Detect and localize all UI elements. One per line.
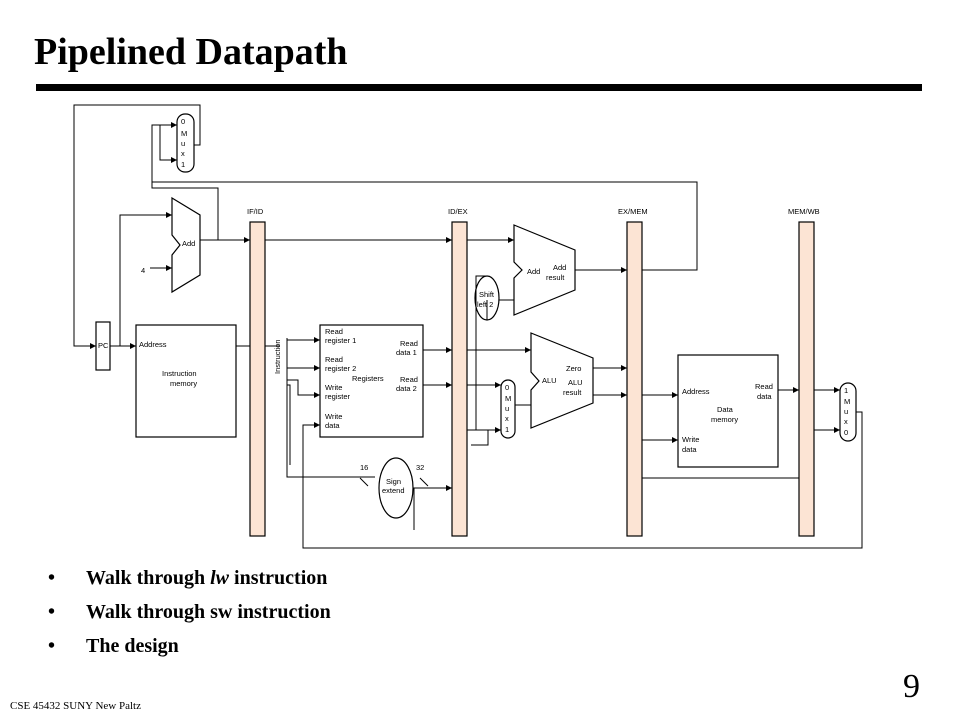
- rf-read-data2-l1: Read: [400, 375, 418, 384]
- alu-mux-top: 0: [505, 383, 509, 392]
- alu-mux-u: u: [505, 404, 509, 413]
- id-ex-label: ID/EX: [448, 207, 468, 216]
- dmem-write-l2: data: [682, 445, 697, 454]
- ex-mem-label: EX/MEM: [618, 207, 648, 216]
- sign-extend-l2: extend: [382, 486, 405, 495]
- wb-mux-x: x: [844, 417, 848, 426]
- alu-mux-x: x: [505, 414, 509, 423]
- pc-mux: [176, 113, 195, 173]
- alu-zero: Zero: [566, 364, 581, 373]
- dmem-write-l1: Write: [682, 435, 699, 444]
- rf-write-reg-l1: Write: [325, 383, 342, 392]
- if-id-label: IF/ID: [247, 207, 264, 216]
- bullet-item: • Walk through lw instruction: [48, 564, 331, 598]
- rf-read-data1-l2: data 1: [396, 348, 417, 357]
- imem-line2: memory: [170, 379, 197, 388]
- shift-l2: left 2: [477, 300, 493, 309]
- rf-write-reg-l2: register: [325, 392, 351, 401]
- pc-adder: [171, 196, 201, 294]
- bullet-list: • Walk through lw instruction • Walk throu…: [48, 564, 331, 666]
- register-file: [319, 324, 424, 438]
- footer-text: CSE 45432 SUNY New Paltz: [10, 700, 141, 712]
- wb-mux-top: 1: [844, 386, 848, 395]
- bullet-item: • The design: [48, 632, 331, 666]
- mem-wb-register: [798, 221, 815, 537]
- pc-mux-m: M: [181, 129, 187, 138]
- rf-read-reg2-l2: register 2: [325, 364, 356, 373]
- title-rule: [36, 84, 922, 91]
- branch-adder-label: Add: [527, 267, 540, 276]
- instruction-output-label: Instruction: [273, 339, 282, 374]
- bullet-text: The design: [86, 635, 179, 657]
- alu-result-l1: ALU: [568, 378, 583, 387]
- bullet-text: Walk through sw instruction: [86, 601, 331, 623]
- shift-l1: Shift: [479, 290, 495, 299]
- alu-mux: [500, 379, 516, 439]
- alu-label: ALU: [542, 376, 557, 385]
- alu: [530, 332, 594, 429]
- if-id-register: [249, 221, 266, 537]
- pc-mux-u: u: [181, 139, 185, 148]
- bullet-dot: •: [48, 601, 56, 623]
- id-ex-register: [451, 221, 468, 537]
- rf-read-reg1-l2: register 1: [325, 336, 356, 345]
- pc-label: PC: [98, 341, 109, 350]
- sign-extend-out-bits: 32: [416, 463, 424, 472]
- sign-extend-in-bits: 16: [360, 463, 368, 472]
- dmem-mem-l2: memory: [711, 415, 738, 424]
- bullet-text-suffix: instruction: [229, 567, 328, 589]
- dmem-address: Address: [682, 387, 710, 396]
- pc-adder-label: Add: [182, 239, 195, 248]
- pc-adder-const: 4: [141, 266, 145, 275]
- rf-read-reg2-l1: Read: [325, 355, 343, 364]
- wb-mux-bottom: 0: [844, 428, 848, 437]
- rf-title: Registers: [352, 374, 384, 383]
- pc-mux-x: x: [181, 149, 185, 158]
- bullet-item: • Walk through sw instruction: [48, 598, 331, 632]
- wb-mux-m: M: [844, 397, 850, 406]
- alu-mux-m: M: [505, 394, 511, 403]
- bullet-dot: •: [48, 635, 56, 657]
- instruction-memory: [135, 324, 237, 438]
- pc-mux-bottom: 1: [181, 160, 185, 169]
- rf-write-data-l1: Write: [325, 412, 342, 421]
- imem-line1: Instruction: [162, 369, 197, 378]
- slide-title: Pipelined Datapath: [34, 31, 348, 73]
- dmem-read-l2: data: [757, 392, 772, 401]
- branch-adder: [513, 224, 576, 316]
- mem-wb-label: MEM/WB: [788, 207, 820, 216]
- alu-mux-bottom: 1: [505, 425, 509, 434]
- imem-address: Address: [139, 340, 167, 349]
- dmem-mem-l1: Data: [717, 405, 734, 414]
- dmem-read-l1: Read: [755, 382, 773, 391]
- ex-mem-register: [626, 221, 643, 537]
- rf-read-reg1-l1: Read: [325, 327, 343, 336]
- data-memory: [677, 354, 779, 468]
- branch-adder-result-l2: result: [546, 273, 565, 282]
- wb-mux-u: u: [844, 407, 848, 416]
- page-number: 9: [903, 668, 920, 705]
- rf-read-data1-l1: Read: [400, 339, 418, 348]
- alu-result-l2: result: [563, 388, 582, 397]
- sign-extend-l1: Sign: [386, 477, 401, 486]
- rf-read-data2-l2: data 2: [396, 384, 417, 393]
- rf-write-data-l2: data: [325, 421, 340, 430]
- bullet-dot: •: [48, 567, 56, 589]
- bullet-text: Walk through: [86, 567, 211, 589]
- branch-adder-result-l1: Add: [553, 263, 566, 272]
- pc-mux-top: 0: [181, 117, 185, 126]
- bullet-emphasis: lw: [210, 567, 230, 589]
